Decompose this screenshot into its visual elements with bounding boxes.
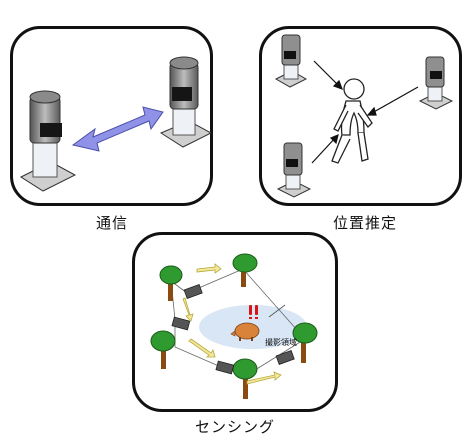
- sensor-boxes: [171, 283, 295, 375]
- caption-communication: 通信: [95, 214, 128, 232]
- caption-sensing: センシング: [194, 418, 275, 436]
- sensor-node-bottom-left: [276, 142, 312, 198]
- tree-top-right: [232, 253, 258, 287]
- caption-localization: 位置推定: [332, 214, 397, 232]
- sensing-illustration: 撮影領域: [150, 253, 318, 399]
- tree-top-left: [159, 265, 183, 301]
- capture-area-label: 撮影領域: [265, 337, 297, 347]
- sensing-panel: 撮影領域: [132, 232, 338, 412]
- sensor-node-top-left: [274, 34, 308, 88]
- sensor-node-right: [418, 56, 454, 110]
- communication-illustration: [19, 56, 213, 192]
- sensor-node-left: [19, 90, 77, 192]
- walking-person: [331, 78, 373, 164]
- tree-bottom: [232, 358, 258, 399]
- tree-left: [150, 330, 176, 369]
- communication-double-arrow: [71, 106, 164, 152]
- localization-illustration: [274, 34, 454, 198]
- tree-right: [292, 322, 318, 363]
- localization-arrows: [311, 60, 419, 164]
- sensor-node-right: [159, 56, 213, 148]
- localization-panel: [259, 26, 462, 206]
- communication-panel: [10, 26, 213, 206]
- pointer-line: [268, 304, 286, 318]
- yellow-arrows: [182, 263, 282, 385]
- alert-mark: [249, 305, 258, 319]
- wild-boar-icon: [230, 322, 260, 341]
